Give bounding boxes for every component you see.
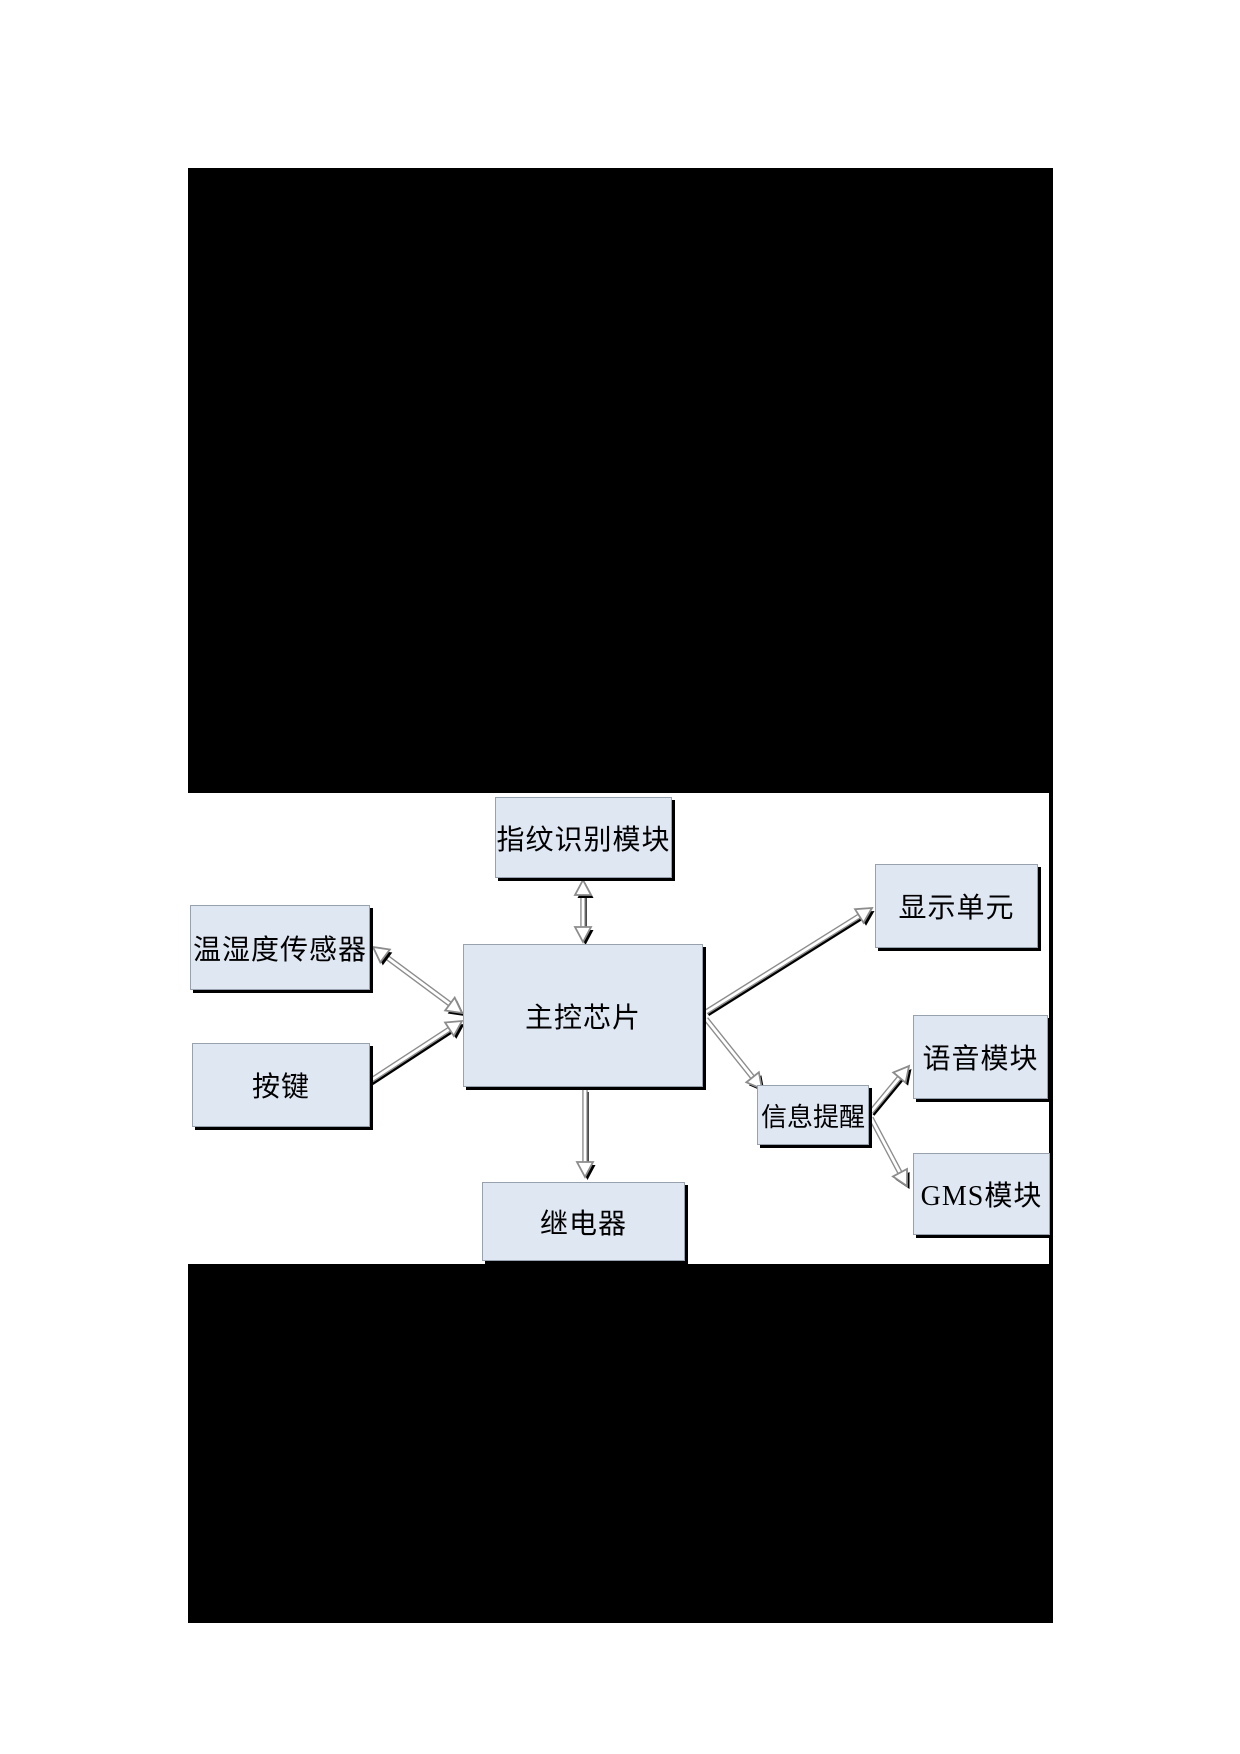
node-gms-module-label: GMS模块: [920, 1181, 1043, 1212]
node-main-chip: 主控芯片: [463, 944, 703, 1087]
node-main-chip-label: 主控芯片: [524, 1002, 641, 1034]
node-voice-module-label: 语音模块: [922, 1044, 1039, 1075]
node-relay: 继电器: [482, 1182, 685, 1261]
node-keys: 按键: [192, 1043, 370, 1127]
node-fingerprint-module-label: 指纹识别模块: [496, 824, 671, 856]
node-info-reminder: 信息提醒: [757, 1085, 869, 1145]
node-fingerprint-module: 指纹识别模块: [495, 797, 672, 878]
node-temp-humidity-sensor: 温湿度传感器: [190, 905, 370, 990]
node-display-unit: 显示单元: [875, 864, 1038, 948]
node-relay-label: 继电器: [539, 1208, 627, 1240]
node-info-reminder-label: 信息提醒: [760, 1102, 865, 1132]
node-keys-label: 按键: [251, 1072, 310, 1103]
node-gms-module: GMS模块: [913, 1153, 1050, 1235]
node-voice-module: 语音模块: [913, 1015, 1048, 1099]
node-temp-humidity-sensor-label: 温湿度传感器: [192, 934, 367, 966]
node-display-unit-label: 显示单元: [898, 893, 1015, 924]
